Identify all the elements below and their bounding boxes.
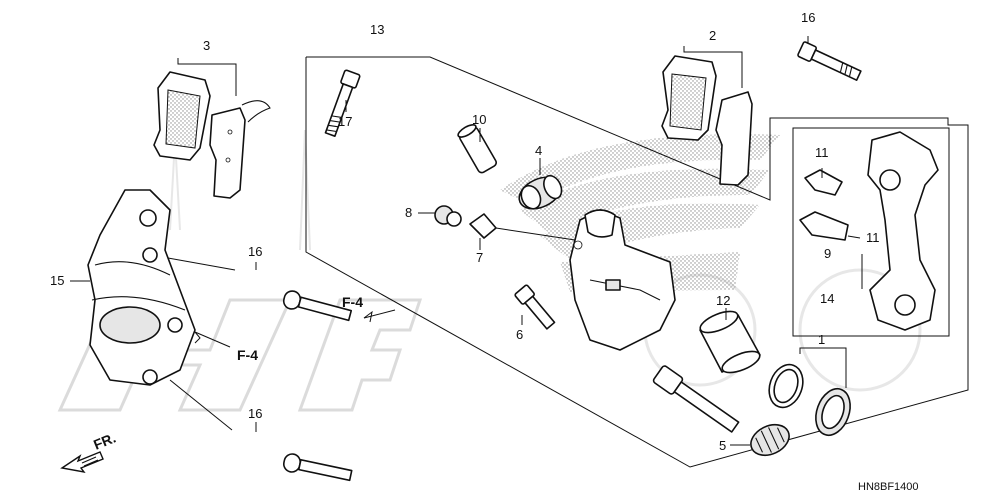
leader-lines xyxy=(70,36,861,446)
label-part-9: 9 xyxy=(824,246,831,261)
label-part-7: 7 xyxy=(476,250,483,265)
label-part-17: 17 xyxy=(338,114,352,129)
brake-pad-set-3 xyxy=(153,58,271,199)
label-part-10: 10 xyxy=(472,112,486,127)
front-direction-arrow xyxy=(60,451,104,474)
label-part-16-top: 16 xyxy=(801,10,815,25)
ref-f4-centre: F-4 xyxy=(342,294,363,310)
bolt-17 xyxy=(324,69,361,138)
bleeder-cap-8 xyxy=(434,205,462,227)
piston-12 xyxy=(699,310,761,374)
boot-4 xyxy=(518,174,563,210)
label-part-2: 2 xyxy=(709,28,716,43)
brake-pad-set-2 xyxy=(661,46,753,186)
caliper-body-centre xyxy=(569,209,676,351)
bolt-16-top xyxy=(797,41,862,81)
ref-front: FR. xyxy=(91,429,118,452)
part-number-labels: 3 2 13 16 17 10 4 8 7 11 11 9 14 15 16 1… xyxy=(50,10,880,453)
label-part-16-bottom: 16 xyxy=(248,406,262,421)
slide-pin xyxy=(652,365,740,433)
label-part-15: 15 xyxy=(50,273,64,288)
label-part-8: 8 xyxy=(405,205,412,220)
label-part-14: 14 xyxy=(820,291,834,306)
label-part-12: 12 xyxy=(716,293,730,308)
pad-spring-11a xyxy=(804,169,843,196)
seal-set-1 xyxy=(768,347,851,437)
label-part-6: 6 xyxy=(516,327,523,342)
assembly-frame xyxy=(305,56,969,468)
ref-f4-left: F-4 xyxy=(237,347,258,363)
sleeve-10 xyxy=(457,124,497,174)
label-part-11-lower: 11 xyxy=(866,230,880,245)
bleeder-screw-7 xyxy=(469,213,576,241)
label-part-13: 13 xyxy=(370,22,384,37)
label-part-5: 5 xyxy=(719,438,726,453)
label-part-4: 4 xyxy=(535,143,542,158)
boot-5 xyxy=(750,423,790,457)
label-part-3: 3 xyxy=(203,38,210,53)
caliper-bracket-9-14 xyxy=(867,131,939,331)
bolt-16-middle xyxy=(282,290,353,322)
bolt-6 xyxy=(514,284,556,330)
diagram-code: HN8BF1400 xyxy=(858,481,919,493)
pad-spring-11b xyxy=(799,211,849,241)
bolt-16-bottom xyxy=(282,453,353,482)
reference-labels: F-4 F-4 FR. xyxy=(91,294,363,453)
caliper-body-15 xyxy=(87,189,196,386)
label-part-11-upper: 11 xyxy=(815,145,829,160)
label-part-1: 1 xyxy=(818,332,825,347)
label-part-16-middle: 16 xyxy=(248,244,262,259)
